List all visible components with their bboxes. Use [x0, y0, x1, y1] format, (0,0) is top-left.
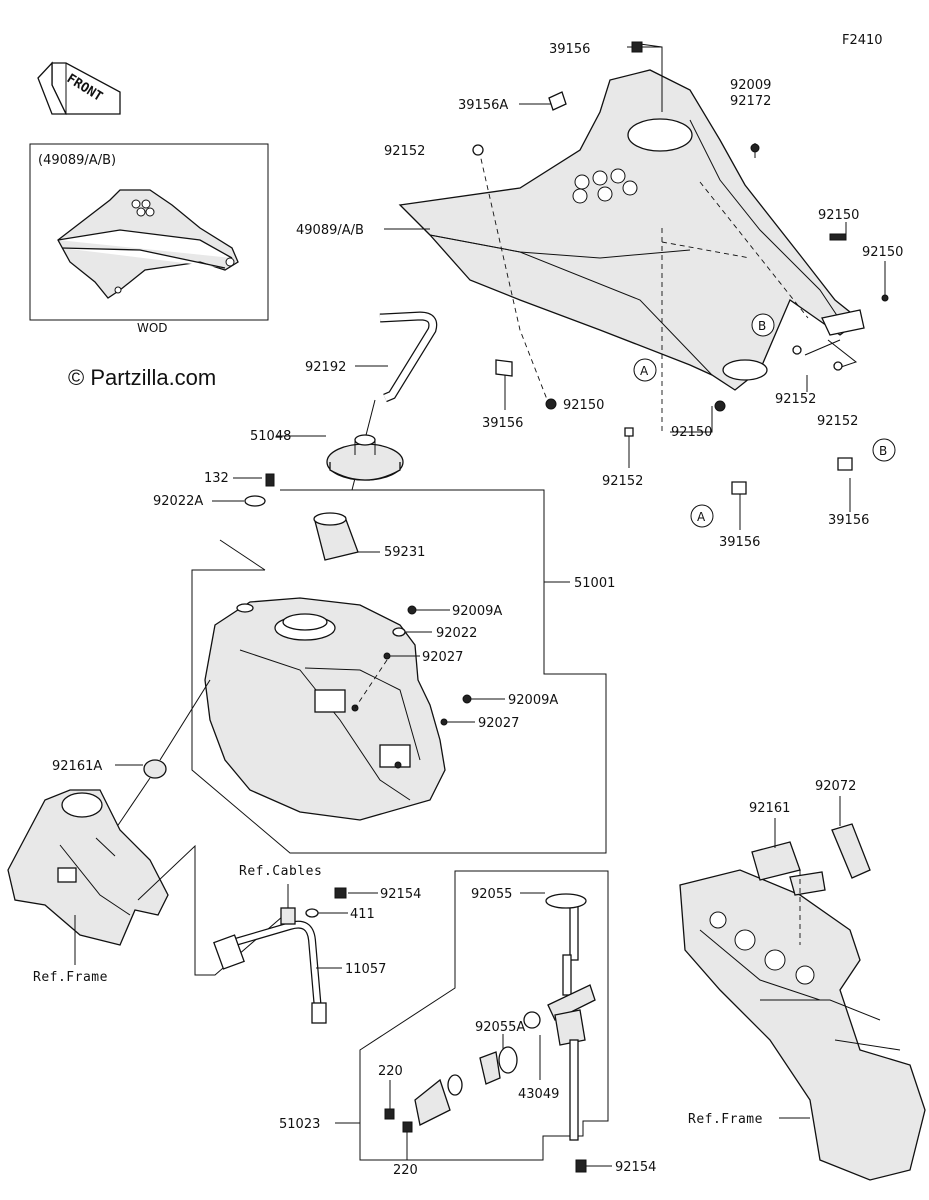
fuel-tank — [204, 597, 446, 821]
damper-92161a — [143, 759, 167, 779]
fuel-cock — [523, 893, 596, 1141]
label-92154: 92154 — [380, 887, 421, 902]
label-39156: 39156 — [549, 42, 590, 57]
label-92192: 92192 — [305, 360, 346, 375]
label-11057: 11057 — [345, 962, 386, 977]
screw-92154-a — [334, 887, 347, 899]
band-92072 — [831, 823, 871, 879]
figure-code: F2410 — [842, 33, 883, 48]
damper-92161 — [751, 841, 826, 896]
svg-text:B: B — [879, 444, 887, 458]
watermark: © Partzilla.com — [68, 365, 216, 390]
label-92027: 92027 — [422, 650, 463, 665]
svg-text:A: A — [640, 364, 649, 378]
screw-92009a-2 — [462, 694, 472, 704]
svg-text:B: B — [758, 319, 766, 333]
label-92009: 92009 — [730, 78, 771, 93]
grommet-92027-2 — [440, 718, 448, 726]
washer-92022 — [392, 627, 406, 637]
callout-a-2: A — [690, 504, 714, 528]
inset-title: (49089/A/B) — [38, 153, 116, 168]
front-arrow-icon: FRONT — [37, 61, 121, 115]
label-92152: 92152 — [817, 414, 858, 429]
ref-frame-right: Ref.Frame — [688, 1112, 763, 1127]
label-92172: 92172 — [730, 94, 771, 109]
part-labels: 39156 39156A 92009 92172 92152 49089/A/B… — [52, 42, 903, 1178]
label-220: 220 — [393, 1163, 418, 1178]
fastener-clips — [472, 41, 889, 495]
filler-neck — [313, 512, 359, 561]
label-92154: 92154 — [615, 1160, 656, 1175]
label-92161a: 92161A — [52, 759, 102, 774]
screw-92009a-1 — [407, 605, 417, 615]
label-51023: 51023 — [279, 1117, 320, 1132]
screw-92154-b — [575, 1159, 587, 1173]
label-92150: 92150 — [563, 398, 604, 413]
label-92009a: 92009A — [508, 693, 558, 708]
fuel-cap — [326, 434, 404, 481]
fuel-strainer-parts — [414, 1046, 518, 1126]
callout-b-2: B — [872, 438, 896, 462]
label-92152: 92152 — [384, 144, 425, 159]
label-51001: 51001 — [574, 576, 615, 591]
label-39156: 39156 — [828, 513, 869, 528]
washer-411 — [305, 908, 319, 918]
fuel-hose — [213, 920, 327, 1024]
ref-frame-left: Ref.Frame — [33, 970, 108, 985]
label-92152: 92152 — [775, 392, 816, 407]
label-92150: 92150 — [818, 208, 859, 223]
label-92055: 92055 — [471, 887, 512, 902]
hose-clamp — [280, 907, 296, 925]
label-92022a: 92022A — [153, 494, 203, 509]
callout-b-1: B — [751, 313, 775, 337]
label-92009a: 92009A — [452, 604, 502, 619]
radiator-shroud — [398, 69, 865, 391]
vent-hose — [379, 311, 438, 403]
label-43049: 43049 — [518, 1087, 559, 1102]
label-411: 411 — [350, 907, 375, 922]
label-92161: 92161 — [749, 801, 790, 816]
label-92027: 92027 — [478, 716, 519, 731]
bolt-132 — [265, 473, 275, 487]
screw-220-a — [384, 1108, 395, 1120]
svg-text:A: A — [697, 510, 706, 524]
grommet-92027-1 — [383, 652, 391, 660]
inset-caption: WOD — [137, 321, 168, 335]
label-49089: 49089/A/B — [296, 223, 364, 238]
label-92152: 92152 — [602, 474, 643, 489]
label-92150: 92150 — [862, 245, 903, 260]
label-ref-cables: Ref.Cables — [239, 864, 322, 879]
label-51048: 51048 — [250, 429, 291, 444]
screw-220-b — [402, 1121, 413, 1133]
label-220: 220 — [378, 1064, 403, 1079]
right-frame — [679, 869, 926, 1181]
label-92022: 92022 — [436, 626, 477, 641]
label-39156: 39156 — [482, 416, 523, 431]
left-frame — [7, 789, 169, 946]
label-39156: 39156 — [719, 535, 760, 550]
inset-shroud-wod: (49089/A/B) WOD — [29, 143, 269, 335]
label-132: 132 — [204, 471, 229, 486]
label-92150: 92150 — [671, 425, 712, 440]
label-92072: 92072 — [815, 779, 856, 794]
label-39156a: 39156A — [458, 98, 508, 113]
label-59231: 59231 — [384, 545, 425, 560]
callout-a-1: A — [633, 358, 657, 382]
label-92055a: 92055A — [475, 1020, 525, 1035]
washer-92022a — [244, 495, 266, 507]
